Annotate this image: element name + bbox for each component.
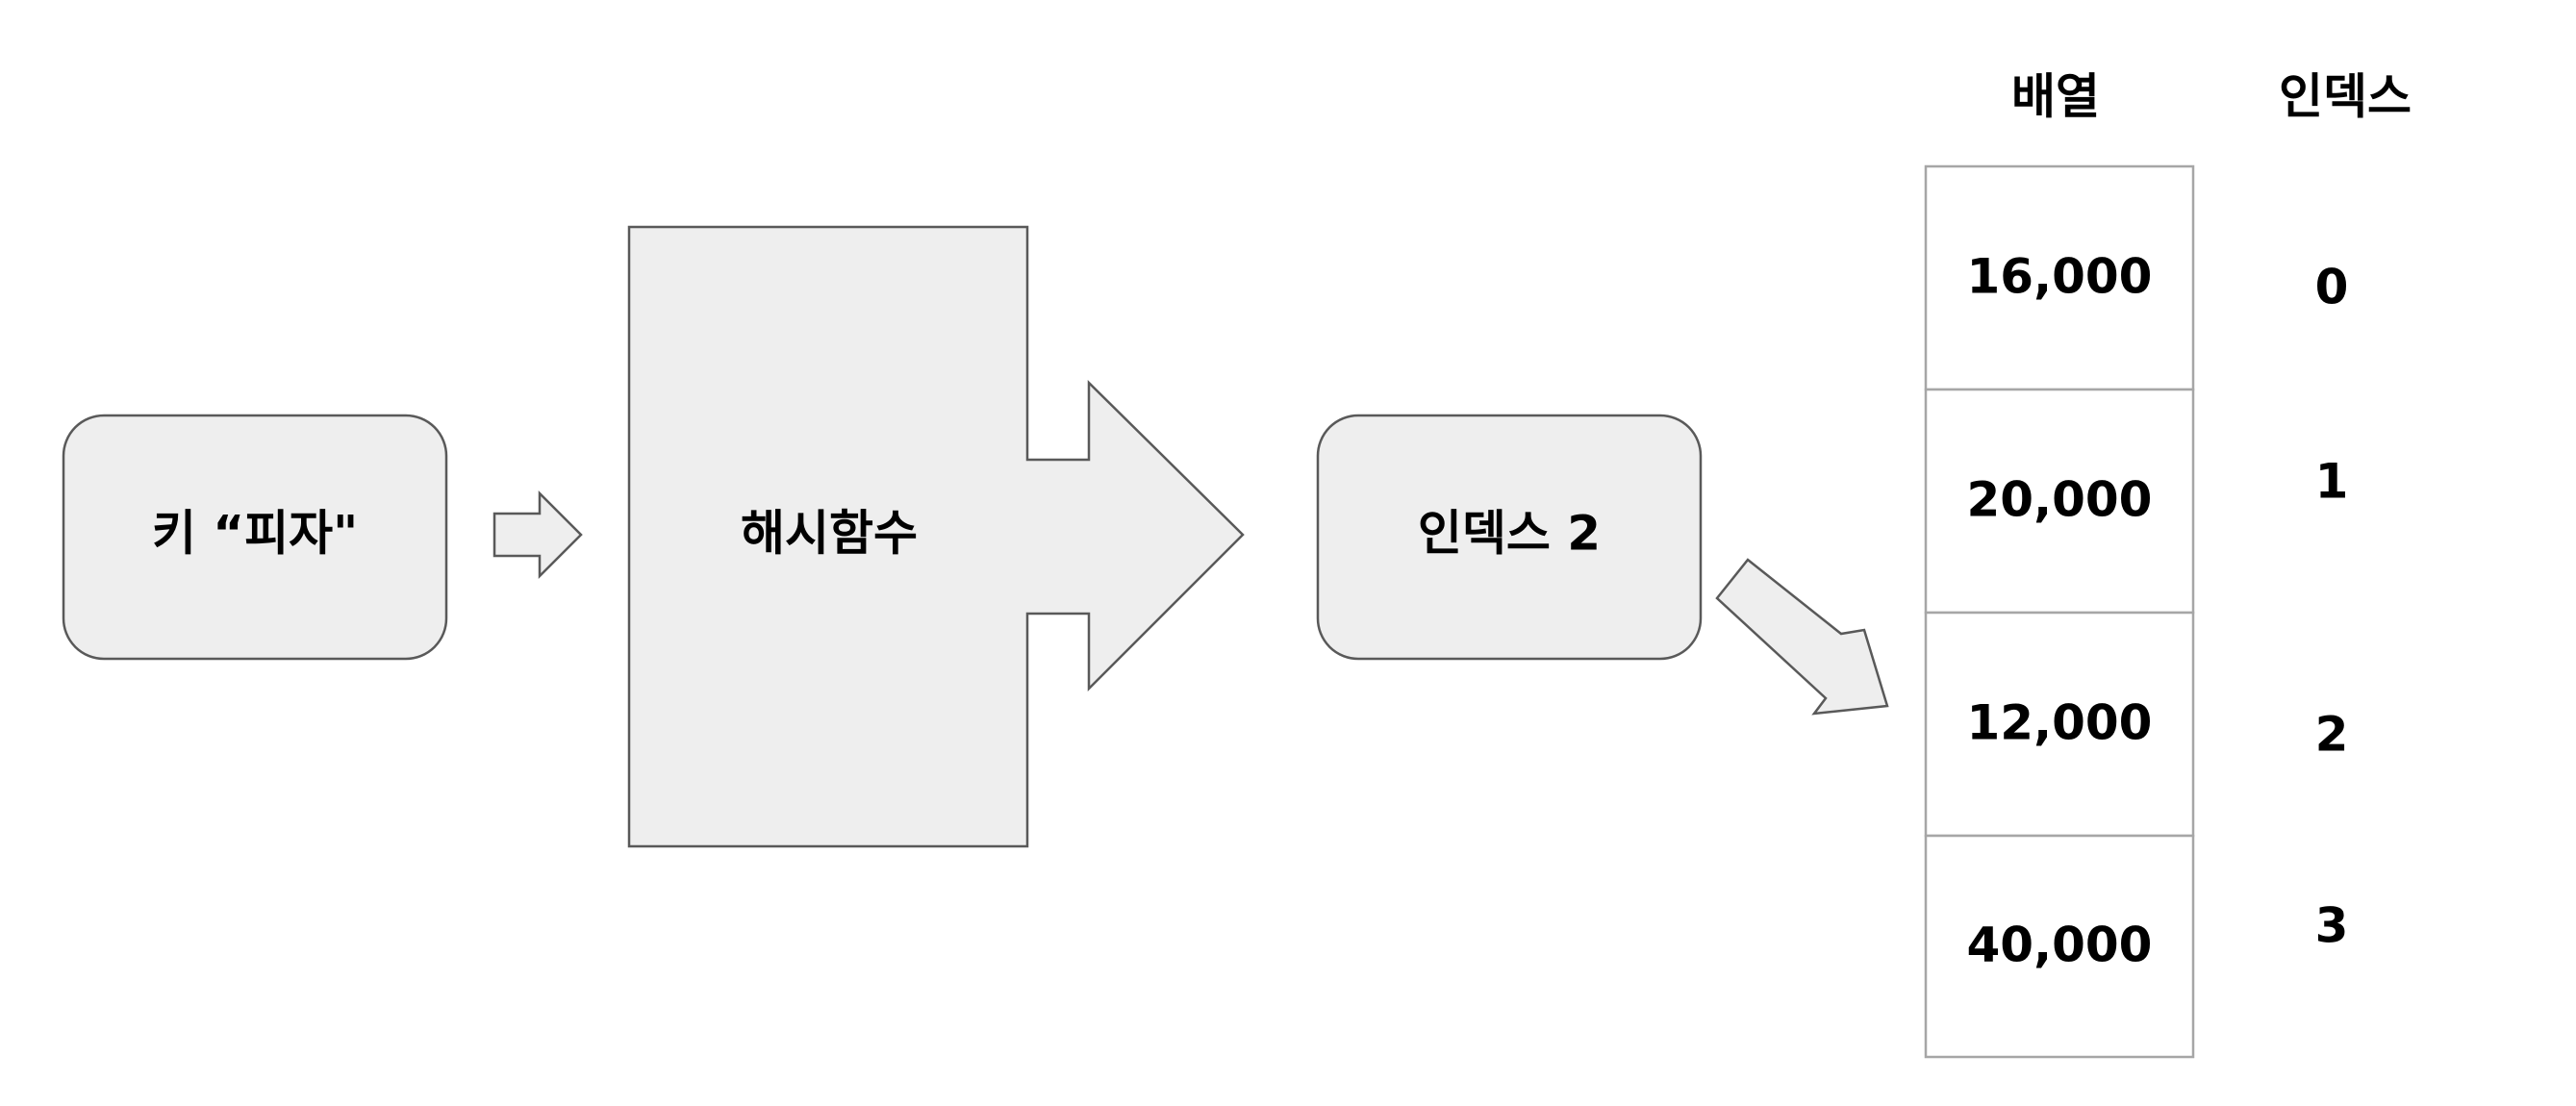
- array-cell: 16,000: [1924, 164, 2195, 391]
- array-cell-value: 12,000: [1967, 695, 2153, 751]
- index-value: 1: [2315, 454, 2349, 510]
- index-box: [1316, 414, 1703, 661]
- index-header: 인덱스: [2279, 69, 2412, 125]
- array-column: 배열 16,000 20,000 12,000 40,000: [1924, 69, 2195, 1059]
- array-cell: 40,000: [1924, 834, 2195, 1059]
- array-cell-value: 20,000: [1967, 472, 2153, 528]
- array-header: 배열: [2011, 69, 2100, 125]
- index-value: 0: [2315, 260, 2349, 315]
- key-label: 키 “피자": [152, 506, 358, 562]
- key-to-hash-arrow: [492, 490, 583, 580]
- array-cell-value: 16,000: [1967, 249, 2153, 305]
- index-value: 3: [2315, 898, 2349, 954]
- hash-function-node: 해시함수: [627, 225, 1245, 848]
- key-node: 키 “피자": [62, 414, 448, 661]
- index-node: 인덱스 2: [1316, 414, 1703, 661]
- array-cell-value: 40,000: [1967, 917, 2153, 973]
- index-to-array-arrow: [1715, 558, 1889, 716]
- array-cell: 20,000: [1924, 388, 2195, 615]
- array-cell-box: [1924, 834, 2195, 1059]
- array-cell-box: [1924, 611, 2195, 838]
- hash-function-label: 해시함수: [741, 506, 918, 562]
- key-box: [62, 414, 448, 661]
- array-cell-box: [1924, 388, 2195, 615]
- index-value: 2: [2315, 707, 2349, 763]
- index-label: 인덱스 2: [1418, 506, 1601, 562]
- index-column: 인덱스 0 1 2 3: [2279, 69, 2412, 954]
- array-cell: 12,000: [1924, 611, 2195, 838]
- hash-function-shape: [627, 225, 1245, 848]
